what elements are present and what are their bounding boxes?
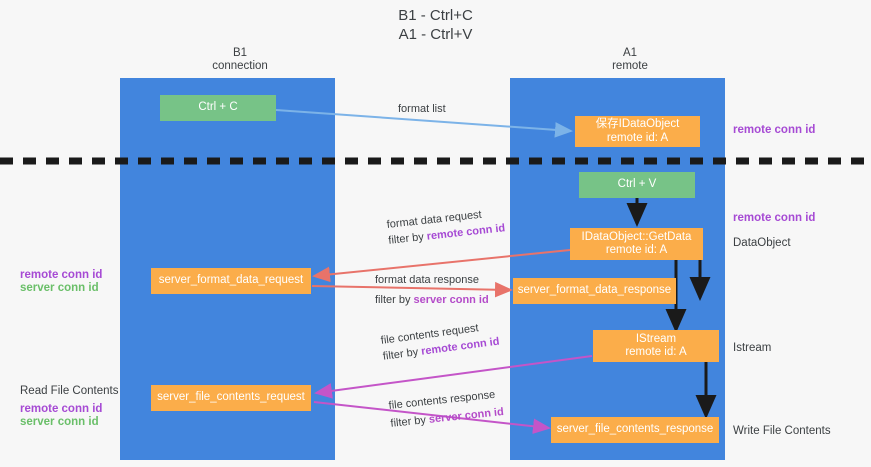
label-format-data-response-group: format data response filter by server co… [375,273,489,307]
side-label-left-remote-conn-id-bottom: remote conn id [20,403,103,415]
column-header-a1: A1 remote [545,47,715,73]
label-file-contents-response-filter-key: server conn id [428,406,505,426]
label-file-contents-response-filter-prefix: filter by [389,413,430,430]
node-server-file-contents-request-label: server_file_contents_request [157,391,305,404]
label-format-data-request-group: format data request filter by remote con… [386,205,506,247]
side-label-write-file-contents: Write File Contents [733,425,831,437]
label-format-data-request-filter-prefix: filter by [387,230,428,247]
node-server-format-data-response[interactable]: server_format_data_response [513,278,676,304]
node-idataobject-getdata-line2: remote id: A [605,244,668,256]
page-title: B1 - Ctrl+C A1 - Ctrl+V [0,6,871,44]
node-server-format-data-request[interactable]: server_format_data_request [151,268,311,294]
node-istream-line2: remote id: A [625,346,687,358]
label-file-contents-response-group: file contents response filter by server … [388,387,504,431]
title-line-2: A1 - Ctrl+V [398,26,473,43]
side-label-read-file-contents: Read File Contents [20,385,119,397]
node-ctrl-v-label: Ctrl + V [617,178,657,191]
side-label-dataobject: DataObject [733,237,791,249]
label-format-data-response-filter: filter by server conn id [375,293,489,307]
node-save-idataobject[interactable]: 保存IDataObject remote id: A [575,116,700,147]
node-server-file-contents-request[interactable]: server_file_contents_request [151,385,311,411]
label-file-contents-request-filter-prefix: filter by [382,345,422,363]
side-label-left-server-conn-id-mid: server conn id [20,282,99,294]
label-file-contents-request-group: file contents request filter by remote c… [380,319,500,364]
side-label-remote-conn-id-mid: remote conn id [733,212,816,224]
node-idataobject-getdata-line1: IDataObject::GetData [581,230,692,243]
node-server-file-contents-response-label: server_file_contents_response [556,423,714,436]
side-label-left-server-conn-id-bottom: server conn id [20,416,99,428]
node-server-format-data-request-label: server_format_data_request [158,274,304,287]
node-ctrl-c[interactable]: Ctrl + C [160,95,276,121]
side-label-istream: Istream [733,342,772,354]
node-server-file-contents-response[interactable]: server_file_contents_response [551,417,719,443]
node-idataobject-getdata[interactable]: IDataObject::GetData remote id: A [570,228,703,260]
node-save-idataobject-line2: remote id: A [606,131,669,144]
node-ctrl-v[interactable]: Ctrl + V [579,172,695,198]
label-format-data-response-filter-key: server conn id [413,294,489,306]
label-format-data-response: format data response [375,274,479,286]
column-header-b1-role: connection [212,60,268,72]
label-format-list: format list [398,103,446,115]
side-label-left-remote-conn-id-mid: remote conn id [20,269,103,281]
node-ctrl-c-label: Ctrl + C [198,101,238,114]
side-label-remote-conn-id-top: remote conn id [733,124,816,136]
column-header-b1-name: B1 [232,47,248,59]
column-header-a1-name: A1 [622,47,638,59]
column-header-b1: B1 connection [155,47,325,73]
title-line-1: B1 - Ctrl+C [398,7,473,24]
node-save-idataobject-line1: 保存IDataObject [595,118,680,130]
column-header-a1-role: remote [612,60,648,72]
node-server-format-data-response-label: server_format_data_response [517,284,672,297]
node-istream-line1: IStream [635,332,677,345]
label-format-data-response-filter-prefix: filter by [375,294,414,306]
node-istream[interactable]: IStream remote id: A [593,330,719,362]
